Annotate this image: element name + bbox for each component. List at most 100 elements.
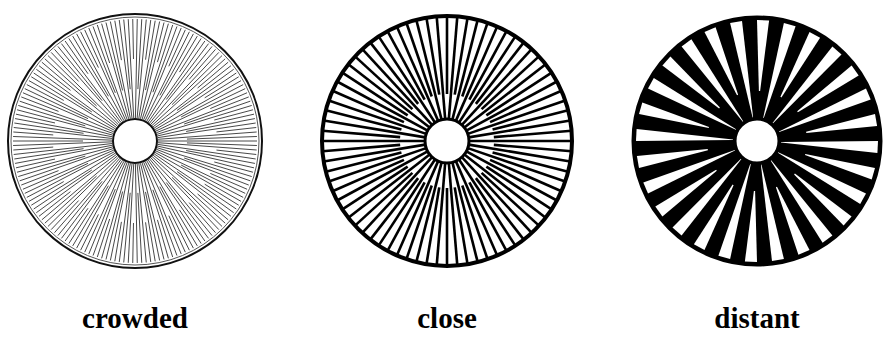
gill-line xyxy=(210,93,247,109)
cap-outline xyxy=(633,17,881,265)
gill-line xyxy=(135,19,137,118)
gill-line xyxy=(145,192,159,261)
gill-line xyxy=(355,56,412,109)
gill-line xyxy=(388,31,425,100)
gill-line xyxy=(337,151,428,200)
gill-line xyxy=(166,44,208,100)
gill-line xyxy=(81,214,99,250)
gill-line xyxy=(15,145,112,163)
stem xyxy=(425,119,469,163)
gill-line xyxy=(89,28,115,93)
gill-line xyxy=(102,24,129,119)
gill-line xyxy=(160,187,193,248)
gill-wedge xyxy=(636,129,733,141)
gill-line xyxy=(151,52,219,124)
gill-line xyxy=(65,41,88,74)
close-gills xyxy=(322,16,572,266)
gill-line xyxy=(119,20,132,118)
gill-line xyxy=(158,132,257,139)
gill-line xyxy=(110,22,130,119)
gill-line xyxy=(462,157,532,233)
gill-line xyxy=(148,41,205,122)
gill-wedge xyxy=(705,27,739,95)
gill-line xyxy=(146,222,151,262)
gill-line xyxy=(73,36,109,96)
gill-line xyxy=(81,32,99,68)
gill-line xyxy=(16,159,55,168)
gill-line xyxy=(21,171,58,185)
gill-line xyxy=(494,131,572,137)
gill-wedge xyxy=(637,149,708,168)
gill-line xyxy=(154,154,236,209)
gill-line xyxy=(89,189,115,254)
gill-line xyxy=(142,25,173,119)
gill-line xyxy=(132,19,134,59)
distant-gills xyxy=(633,17,881,265)
gill-line xyxy=(437,16,446,119)
caption-label: close xyxy=(417,302,477,335)
gill-line xyxy=(172,177,222,226)
gill-line xyxy=(36,69,116,127)
gill-line xyxy=(13,142,112,146)
gill-line xyxy=(48,56,119,125)
gill-line xyxy=(322,145,400,151)
gill-line xyxy=(153,66,231,127)
gill-line xyxy=(13,141,83,142)
gill-wedge xyxy=(757,20,769,91)
cap-outline xyxy=(8,14,262,268)
gill-line xyxy=(158,141,257,142)
cap-margin xyxy=(11,17,259,265)
gill-line xyxy=(186,151,255,164)
gill-line xyxy=(172,56,222,105)
gill-line xyxy=(466,82,557,131)
gill-line xyxy=(14,128,112,139)
gill-line xyxy=(145,162,189,251)
gill-wedge xyxy=(781,141,878,153)
gill-line xyxy=(322,140,425,143)
gill-line xyxy=(144,162,181,254)
gill-line xyxy=(138,193,142,263)
gill-line xyxy=(187,143,257,146)
stem xyxy=(113,119,157,163)
caption-label: distant xyxy=(714,302,799,335)
gill-line xyxy=(144,28,181,120)
gill-line xyxy=(128,19,133,118)
gill-line xyxy=(61,44,121,123)
gill-line xyxy=(77,161,124,248)
gill-line xyxy=(179,210,201,244)
gill-line xyxy=(85,30,126,120)
gill-line xyxy=(58,181,102,235)
gill-wedge xyxy=(776,187,810,255)
gill-wedge xyxy=(806,114,877,133)
gill-line xyxy=(184,101,250,124)
gill-line xyxy=(446,188,449,266)
gill-line xyxy=(69,38,123,121)
cap-outline xyxy=(322,16,572,266)
gill-line xyxy=(110,164,130,261)
gill-wedge xyxy=(745,191,757,262)
gill-line xyxy=(115,222,122,261)
gill-line xyxy=(17,110,113,135)
gill-line xyxy=(482,173,539,226)
gill-line xyxy=(169,216,185,252)
gill-line xyxy=(31,153,115,205)
stem xyxy=(735,119,779,163)
gill-line xyxy=(397,27,438,121)
gill-wedge xyxy=(761,165,784,262)
gill-line xyxy=(329,100,426,133)
gill-line xyxy=(205,184,239,205)
gill-line xyxy=(18,156,85,176)
gill-line xyxy=(150,46,213,123)
gill-line xyxy=(362,49,432,125)
gill-line xyxy=(157,146,254,168)
gill-line xyxy=(21,97,58,111)
gill-line xyxy=(452,20,477,120)
gill-line xyxy=(216,128,256,132)
gill-line xyxy=(416,162,441,262)
gill-line xyxy=(34,73,92,112)
gill-line xyxy=(152,156,225,223)
gill-line xyxy=(482,56,539,109)
gill-line xyxy=(36,155,116,213)
gill-wedge xyxy=(771,160,833,242)
gill-line xyxy=(132,223,134,263)
